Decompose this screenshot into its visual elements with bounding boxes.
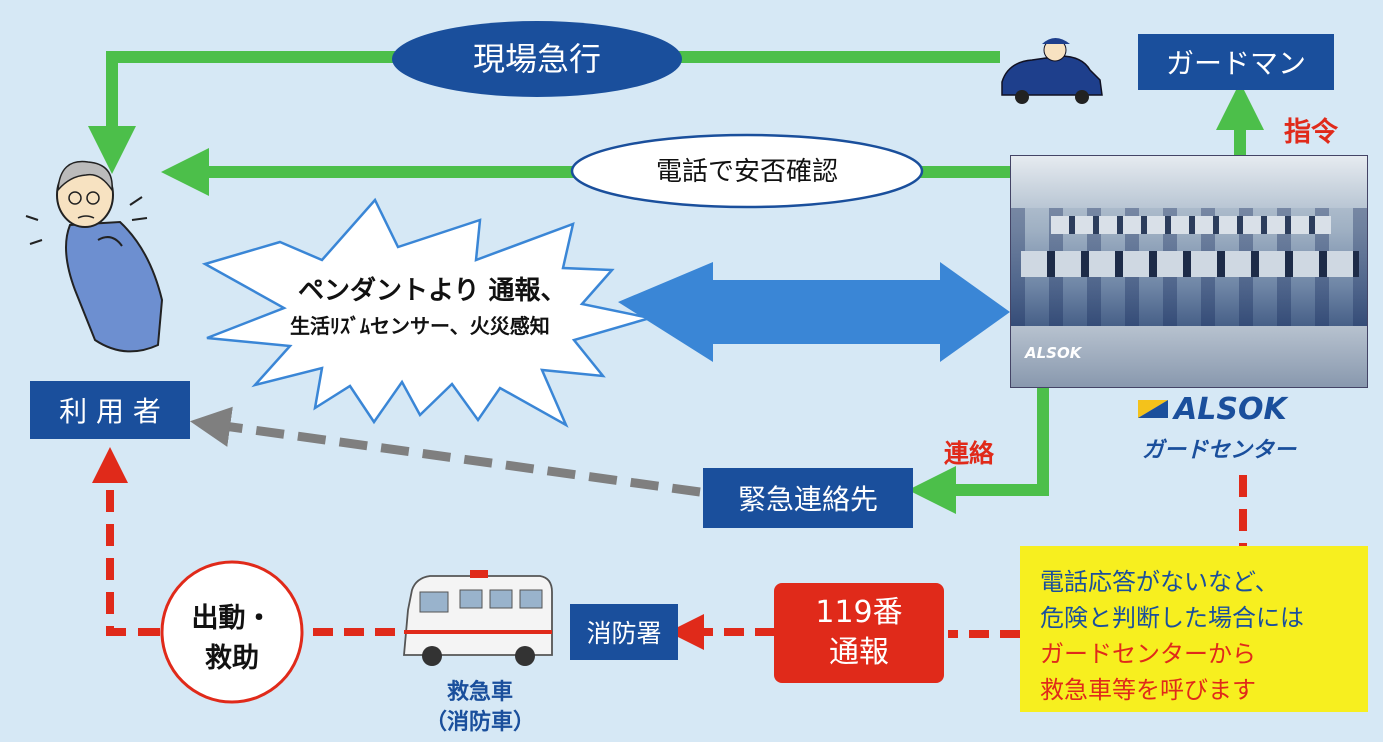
phone-check-ellipse <box>570 133 924 209</box>
photo-sign: ALSOK <box>1025 344 1082 362</box>
ambulance-label-1: 救急車 <box>446 680 513 705</box>
user-box: 利 用 者 <box>30 381 190 439</box>
elderly-person-icon <box>25 160 164 353</box>
notification-double-arrow <box>618 262 1010 362</box>
fire-station-box: 消防署 <box>570 604 678 660</box>
rush-to-site-label: 現場急行 <box>472 40 601 78</box>
rush-ellipse <box>392 21 682 97</box>
control-room-photo: ALSOK <box>1010 155 1368 388</box>
pendant-line-1: ペンダントより 通報、 <box>298 276 567 306</box>
command-label: 指令 <box>1284 117 1338 148</box>
guardman-box: ガードマン <box>1138 34 1334 90</box>
rescue-circle <box>160 560 304 704</box>
contact-arrow <box>908 388 1049 514</box>
rush-arrow <box>88 51 1000 174</box>
call-119-box: 119番 通報 <box>774 583 944 683</box>
note-line-2: 危険と判断した場合には <box>1040 604 1304 632</box>
rescue-to-user-dashed-arrow <box>92 447 160 636</box>
call-119-line-2: 通報 <box>829 635 889 670</box>
note-box: 電話応答がないなど、 危険と判断した場合には ガードセンターから 救急車等を呼び… <box>1020 546 1368 712</box>
emergency-contact-box: 緊急連絡先 <box>703 468 913 528</box>
note-line-1: 電話応答がないなど、 <box>1040 568 1279 596</box>
dispatch-rescue-line-2: 救助 <box>205 643 259 674</box>
phone-check-label: 電話で安否確認 <box>655 157 838 187</box>
call-119-line-1: 119番 <box>815 595 903 630</box>
contact-label: 連絡 <box>944 439 995 468</box>
user-label: 利 用 者 <box>59 395 161 428</box>
alsok-logo-mark <box>1138 400 1168 418</box>
ambulance-icon <box>403 570 553 666</box>
emergency-contact-dashed-arrow <box>189 406 701 497</box>
guard-car-icon <box>1001 38 1103 104</box>
guardman-label: ガードマン <box>1165 47 1306 80</box>
alsok-logo-text: ALSOK <box>1174 392 1287 427</box>
guard-center-label: ガードセンター <box>1142 438 1297 463</box>
ambulance-label-2: （消防車） <box>424 710 535 735</box>
starburst <box>201 197 651 428</box>
note-line-3: ガードセンターから <box>1040 640 1256 668</box>
emergency-contact-label: 緊急連絡先 <box>737 483 878 516</box>
note-line-4: 救急車等を呼びます <box>1040 676 1256 704</box>
fire-station-label: 消防署 <box>586 619 662 648</box>
pendant-line-2: 生活ﾘｽﾞﾑセンサー、火災感知 <box>290 314 550 338</box>
dispatch-rescue-line-1: 出動・ <box>191 603 273 634</box>
